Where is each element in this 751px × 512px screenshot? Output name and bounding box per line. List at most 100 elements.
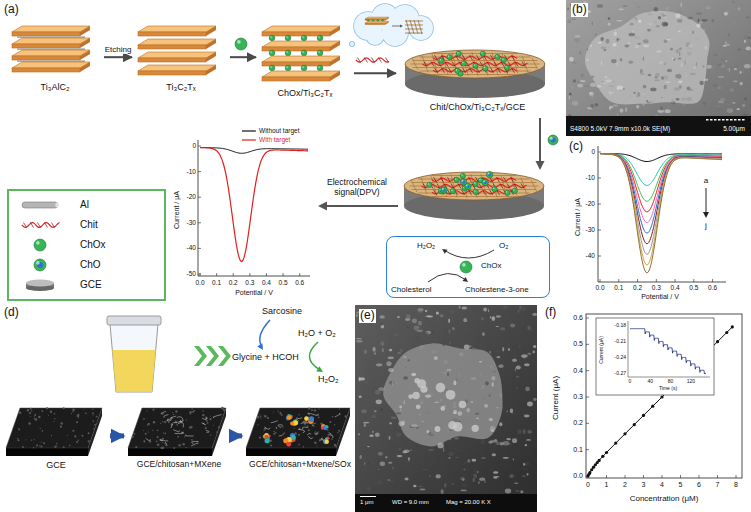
sem-texture [748,37,751,39]
sox-enzyme [265,435,269,439]
thought-cloud [409,16,433,40]
mxene-fiber [302,427,307,429]
electrode-texture [78,417,79,418]
chitosan-chain [494,62,497,67]
mxene-layer [12,56,80,60]
dpv-chart-c [598,204,601,205]
electrode-texture [273,412,274,413]
sem-texture [676,11,683,14]
sem-texture [458,421,461,422]
sem-texture [485,381,489,385]
stage-picture [8,22,98,82]
sem-texture [650,88,656,92]
mxene-fiber [167,419,172,421]
panel-letter: (f) [545,306,556,320]
sem-texture [389,400,390,405]
sem-texture [620,109,624,113]
sem-texture [654,7,658,11]
mxene-layer [138,26,216,32]
chitosan-chain [470,55,473,60]
sem-texture [581,74,584,78]
sem-texture [413,485,416,488]
tick-label: 1 [605,481,609,489]
chitosan-chain [424,62,427,67]
electrode-texture [168,421,170,423]
urine-cup [110,324,158,392]
sem-texture [376,399,382,404]
sem-texture [516,376,520,378]
sem-texture [425,310,427,312]
thought-cloud [405,25,423,26]
legend-sample [55,202,59,208]
sem-texture [481,440,485,445]
thought-cloud [405,33,423,34]
sem-texture [647,29,651,32]
sem-texture [382,348,384,353]
sem-texture [608,45,610,49]
sem-texture [574,19,576,20]
electrode-texture [162,442,163,443]
sem-texture [616,62,618,67]
tick-label: 0.1 [212,279,221,286]
sem-texture [430,401,436,403]
chitosan-chain [356,58,389,62]
electrode-texture [30,408,32,410]
sem-texture [462,483,468,488]
electrode-texture [143,418,145,420]
chemical-label: Glycine + HCOH [232,352,299,362]
electrode-texture [298,434,300,436]
chitosan-chain [487,62,490,67]
sox-enzyme [325,425,328,428]
chitosan-chain [491,55,494,60]
sem-texture [533,398,537,401]
al-layer [17,36,85,37]
sem-texture [489,351,490,354]
sem-texture [699,81,703,85]
sem-texture [463,318,467,322]
chitosan-chain [445,62,448,67]
mxene-fiber [308,413,317,415]
chitosan-chain [22,223,60,228]
tick-label: 120 [687,379,695,385]
sem-texture [673,78,679,81]
sox-enzyme [287,416,291,420]
sem-texture [603,49,606,51]
sem-texture [388,479,390,481]
modified-electrode: Chit/ChOx/Ti₃C₂Tₓ/GCE [398,48,557,112]
sem-texture [500,327,505,330]
panel-letter: (b) [571,3,588,17]
chitosan-chain [498,68,501,73]
dpv-inset-chart [266,273,267,276]
cho-particle [484,181,487,184]
electrode-texture [67,435,68,436]
sem-texture [479,374,481,375]
sem-texture [381,323,382,327]
chitosan-chain [24,223,27,228]
sem-texture [453,380,456,385]
sem-texture [482,385,484,389]
mxene-layer [138,39,216,45]
dpv-inset-chart [198,276,310,277]
sem-texture [400,408,402,412]
sem-texture [378,452,383,456]
electrode-texture [94,424,96,426]
chox-particle [456,51,461,56]
sem-texture [600,46,606,49]
legend-entry: ChOx [18,236,106,254]
mxene-fiber [170,416,176,418]
sem-texture [407,359,410,361]
sem-texture [392,456,395,457]
sem-texture [408,458,411,460]
sem-texture [608,92,614,94]
sem-texture [597,4,603,8]
al-layer [17,60,85,61]
sem-texture [470,345,471,348]
sem-texture [661,76,665,79]
stage-label: GCE/chitosan+Mxene/SOx [244,460,356,470]
sem-texture [441,489,444,494]
chemical-label: Cholestene-3-one [465,285,529,294]
sem-texture [611,108,614,110]
electrode-texture [218,426,220,428]
sem-texture [496,350,501,353]
sem-texture [458,372,461,377]
